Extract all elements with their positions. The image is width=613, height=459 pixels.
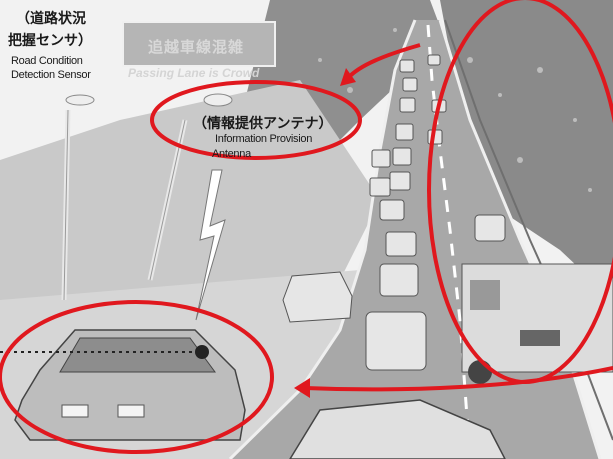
lane-marking bbox=[426, 24, 472, 459]
onboard-unit-dot bbox=[195, 345, 209, 359]
antenna-highlight-ellipse bbox=[150, 80, 362, 160]
sign-text-en: Passing Lane is Crowd bbox=[128, 66, 260, 80]
foreground-car bbox=[0, 329, 246, 441]
arrow-to-antenna-head bbox=[340, 68, 356, 86]
arrow-to-antenna bbox=[346, 43, 421, 80]
sensor-label-en-line2: Detection Sensor bbox=[11, 69, 91, 81]
road-condition-sensor bbox=[61, 94, 95, 301]
arrow-to-car bbox=[304, 366, 613, 392]
tree-texture bbox=[298, 28, 592, 192]
antenna-label-en-line2: Antenna bbox=[212, 148, 251, 160]
sensor-label-en-line1: Road Condition bbox=[11, 55, 83, 67]
car-highlight-ellipse bbox=[0, 300, 274, 454]
car-cruising-lane bbox=[474, 214, 506, 242]
car-queue bbox=[365, 54, 447, 371]
retaining-slope bbox=[0, 80, 380, 330]
car-merging bbox=[282, 271, 353, 323]
foreground-car-bottom bbox=[289, 399, 506, 459]
sensor-label-jp-line2: 把握センサ） bbox=[8, 33, 92, 49]
overhead-sign bbox=[122, 21, 276, 67]
sign-text-jp: 追越車線混雑 bbox=[148, 38, 245, 56]
road-right-edge bbox=[438, 19, 602, 459]
signal-lightning bbox=[195, 169, 226, 321]
arrow-to-car-head bbox=[294, 378, 310, 398]
truck bbox=[461, 263, 613, 384]
sensor-label-jp-line1: （道路状況 bbox=[16, 11, 86, 27]
right-hillside-trees bbox=[440, 0, 613, 300]
information-antenna bbox=[147, 93, 233, 321]
antenna-label-en-line1: Information Provision bbox=[215, 133, 313, 145]
antenna-label-jp: （情報提供アンテナ） bbox=[193, 116, 333, 132]
